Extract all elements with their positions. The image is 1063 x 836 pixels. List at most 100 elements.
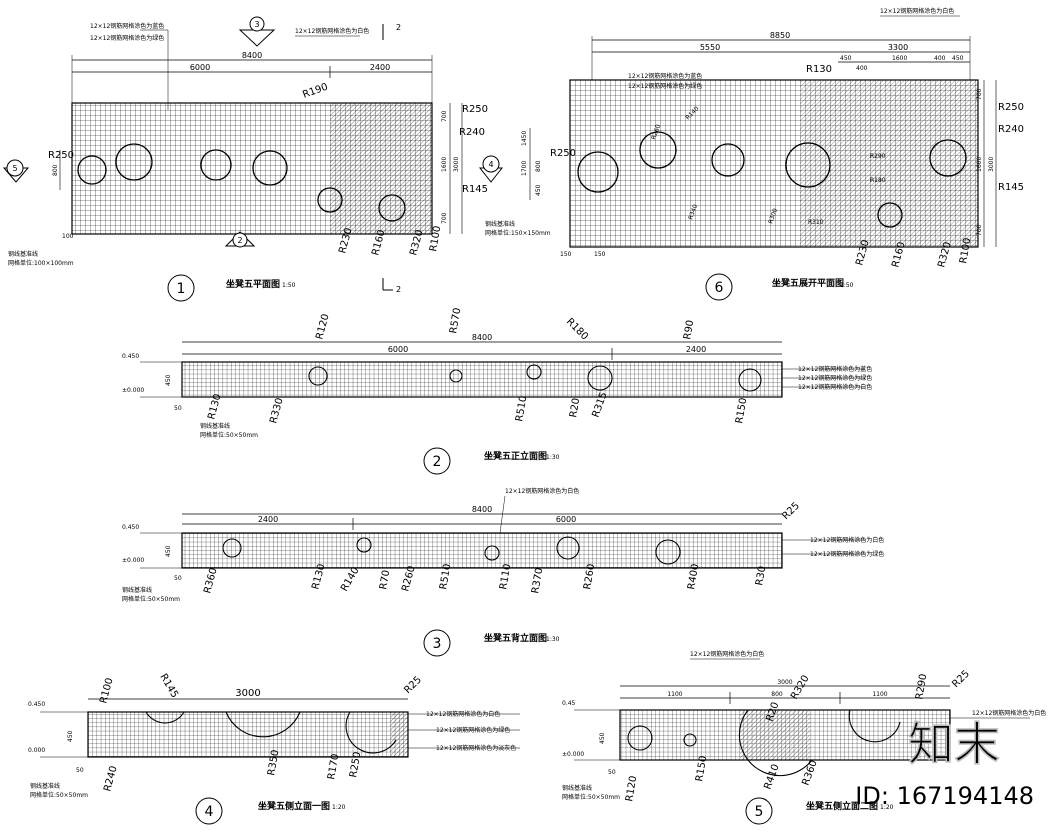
plan6-tdim-3: 1600 (892, 55, 907, 62)
elev4-title: 坐凳五侧立面一图 (258, 800, 330, 812)
plan6-ldim-3: 1700 (521, 161, 528, 176)
elev2-scale: 1:30 (546, 454, 560, 461)
elev5-r-1: R320 (789, 673, 812, 701)
elevation-4: 3000 0.450 0.000 450 50 12×12钢筋网格涂色为白色 1… (28, 672, 520, 825)
plan6-r-11: R180 (870, 177, 886, 184)
plan1-rdim-2: 1600 (441, 157, 448, 172)
elev4-r-3: R25 (402, 674, 424, 696)
elev3-grid-note-2: 网格单位:50×50mm (122, 595, 180, 603)
elev4-r-6: R170 (326, 753, 341, 781)
plan1-r-3: R250 (462, 104, 488, 115)
plan6-tdim-4: 400 (934, 55, 946, 62)
plan6-scale: 1:50 (840, 282, 854, 289)
elev5-dim-2: 800 (771, 691, 783, 698)
plan6-dim-left: 5550 (700, 43, 720, 52)
elev2-dim-50: 50 (174, 405, 182, 412)
elev5-note-top: 12×12钢筋网格涂色为白色 (690, 650, 764, 658)
plan6-rdim-2: 1600 (976, 157, 983, 172)
elev3-r-end: R25 (780, 500, 802, 522)
plan1-hatch-zone (330, 103, 432, 234)
plan6-title: 坐凳五展开平面图 (772, 277, 844, 289)
plan6-r-13: R310 (808, 219, 824, 226)
elev3-note-top: 12×12钢筋网格涂色为白色 (505, 487, 579, 495)
elev4-r-2: R145 (157, 672, 180, 700)
elev5-note-1: 12×12钢筋网格涂色为白色 (972, 709, 1046, 717)
plan6-r-14: R340 (687, 203, 699, 220)
plan1-section-mark-left: 5 (2, 159, 30, 183)
plan1-grid-note-1: 钢线基准线 (8, 250, 38, 258)
plan1-number: 1 (177, 281, 186, 297)
elev3-title: 坐凳五背立面图 (484, 632, 547, 644)
elev2-dim-left: 6000 (388, 345, 408, 354)
plan1-r-9: R100 (428, 225, 443, 253)
elev4-dim-50: 50 (76, 767, 84, 774)
elev5-grid-note-2: 网格单位:50×50mm (562, 793, 620, 801)
elev5-arcs (627, 709, 901, 777)
elevation-2: 8400 6000 2400 0.450 ±0.000 450 50 12×12… (122, 307, 872, 475)
elev2-number: 2 (433, 454, 442, 470)
plan6-grid-note-2: 网格单位:150×150mm (485, 229, 551, 237)
watermark-logo: 知末 (908, 717, 1000, 771)
plan1-scale: 1:50 (282, 282, 296, 289)
elev3-r-11: R30 (754, 565, 768, 586)
elev3-r-9: R260 (582, 563, 597, 591)
elev4-scale: 1:20 (332, 804, 346, 811)
elev5-dim-total: 3000 (777, 679, 792, 686)
elev5-top-level: 0.45 (562, 700, 576, 707)
svg-text:5: 5 (12, 164, 17, 173)
elev3-arcs (222, 536, 681, 565)
elev3-dim-total: 8400 (472, 505, 492, 514)
elev2-dim-right: 2400 (686, 345, 706, 354)
plan1-section-mark-top: 3 (238, 16, 276, 47)
elev3-r-7: R110 (498, 563, 513, 591)
elev2-rt-3: R180 (564, 316, 590, 342)
plan6-ldim-2: 800 (535, 160, 542, 172)
elev4-grid-note-2: 网格单位:50×50mm (30, 791, 88, 799)
elev5-r-8: R150 (694, 755, 709, 783)
plan1-r-2: R190 (301, 82, 329, 101)
elev4-grid-note-1: 钢线基准线 (30, 782, 60, 790)
elev5-r-3: R25 (950, 668, 972, 690)
elev3-top-level: 0.450 (122, 524, 139, 531)
elev2-rb-3: R510 (514, 395, 529, 423)
elev3-scale: 1:30 (546, 636, 560, 643)
elevation-3: 8400 2400 6000 12×12钢筋网格涂色为白色 0.450 ±0.0… (122, 487, 884, 657)
plan6-dim-right: 3300 (888, 43, 908, 52)
plan1-note-1: 12×12钢筋网格涂色为蓝色 (90, 22, 164, 30)
elev3-r-1: R360 (202, 567, 219, 595)
elev3-dim-450: 450 (165, 545, 172, 557)
plan1-section-mark-bottom: 2 (224, 231, 256, 248)
elev5-r-6: R410 (762, 763, 781, 791)
plan1-cut-label-top: 2 (396, 23, 401, 32)
elev2-rt-4: R90 (682, 319, 696, 340)
plan1-note-2: 12×12钢筋网格涂色为绿色 (90, 34, 164, 42)
plan1-dim-left: 6000 (190, 63, 210, 72)
elev4-top-level: 0.450 (28, 701, 45, 708)
svg-text:4: 4 (488, 160, 493, 169)
elev4-dim-450: 450 (67, 730, 74, 742)
elev4-zero-level: 0.000 (28, 747, 45, 754)
svg-text:3: 3 (254, 20, 259, 29)
elev2-rt-1: R120 (314, 313, 331, 341)
elev5-dim-50: 50 (608, 769, 616, 776)
plan1-rdim-4: 700 (441, 212, 448, 224)
elev4-r-7: R250 (348, 751, 363, 779)
watermark-id: ID: 167194148 (855, 782, 1034, 810)
plan6-rdim-1: 700 (976, 88, 983, 100)
plan1-rdim-3: 3000 (453, 157, 460, 172)
plan6-tdim-5: 450 (952, 55, 964, 62)
elev2-dim-450: 450 (165, 374, 172, 386)
elev2-top-level: 0.450 (122, 353, 139, 360)
elev3-r-4: R70 (378, 569, 392, 590)
elev4-number: 4 (205, 804, 214, 820)
elev3-r-6: R510 (438, 563, 453, 591)
plan1-rdim-1: 700 (441, 110, 448, 122)
elev5-r-7: R360 (800, 759, 819, 787)
plan6-r-10: R290 (870, 153, 886, 160)
plan-view-1: 8400 6000 2400 700 1600 3000 700 800 12×… (2, 16, 504, 302)
elev5-dim-450: 450 (599, 732, 606, 744)
elev5-grid-note-1: 钢线基准线 (562, 784, 592, 792)
elev3-dim-50: 50 (174, 575, 182, 582)
plan1-r-1: R250 (48, 150, 74, 161)
elevation-5: 3000 1100 800 1100 12×12钢筋网格涂色为白色 0.45 ±… (562, 650, 1046, 825)
